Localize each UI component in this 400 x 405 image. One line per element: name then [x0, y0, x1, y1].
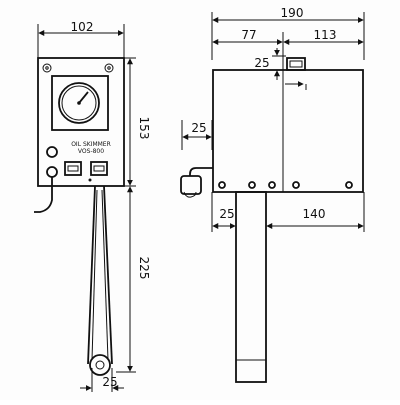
pulley-dimension-label: 25 [102, 375, 117, 389]
motor-icon [180, 175, 202, 195]
power-cable [34, 177, 53, 213]
right-section-label: 113 [314, 28, 337, 42]
tail-pulley-icon [89, 354, 111, 376]
bottom-left-label: 25 [219, 207, 234, 221]
screw-icon [218, 181, 226, 189]
indicator-light-icon [46, 146, 58, 158]
bottom-right-label: 140 [303, 207, 326, 221]
screw-icon [292, 181, 300, 189]
front-width-label: 102 [71, 20, 94, 34]
screw-icon [268, 181, 276, 189]
timer-panel [51, 75, 109, 131]
top-tab-label: 25 [254, 56, 269, 70]
motor-offset-label: 25 [191, 121, 206, 135]
timer-dial-icon [58, 82, 100, 124]
skimmer-belt [87, 185, 113, 376]
left-section-label: 77 [241, 28, 256, 42]
skimmer-housing [37, 57, 125, 187]
side-housing [212, 69, 364, 193]
screw-icon [345, 181, 353, 189]
switch-left [64, 161, 82, 176]
housing-height-label: 153 [137, 117, 151, 140]
belt-length-label: 225 [137, 257, 151, 280]
side-view: 190 77 113 25 25 [180, 6, 365, 383]
screw-icon [42, 63, 52, 73]
front-width-dimension: 102 [37, 20, 125, 58]
cable-gland [189, 167, 213, 176]
screw-icon [104, 63, 114, 73]
front-view: 102 OIL SKIMMER VOS-800 [34, 20, 151, 392]
total-width-label: 190 [281, 6, 304, 20]
belt-column [235, 191, 267, 383]
panel-text-line2: VOS-800 [78, 148, 104, 155]
power-switch-icon [46, 166, 58, 178]
screw-icon [248, 181, 256, 189]
switch-right [90, 161, 108, 176]
panel-text-line1: OIL SKIMMER [71, 141, 111, 148]
